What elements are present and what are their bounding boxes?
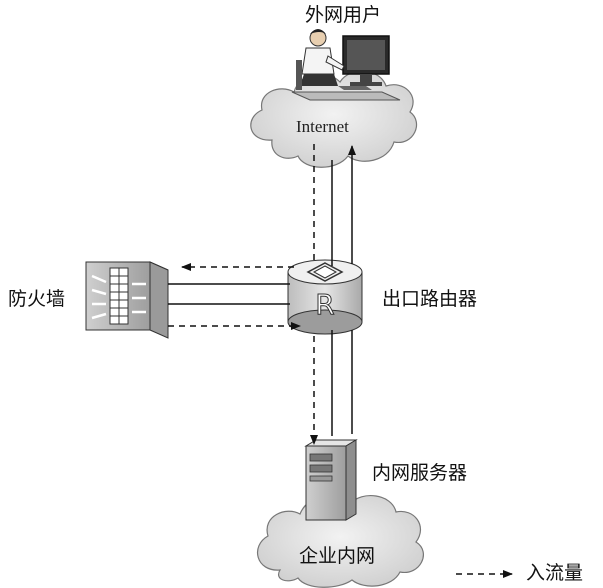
external-user-label: 外网用户: [305, 4, 382, 26]
router-label: 出口路由器: [382, 288, 478, 310]
enterprise-intranet-label: 企业内网: [299, 545, 376, 567]
firewall-label: 防火墙: [8, 288, 66, 310]
inbound-traffic-path: [168, 144, 318, 445]
intranet-server-label: 内网服务器: [372, 462, 468, 484]
router-symbol: R: [315, 288, 334, 321]
internet-label: Internet: [296, 117, 349, 136]
legend-label: 入流量: [526, 562, 584, 584]
user-workstation-icon: [291, 29, 401, 101]
enterprise-intranet-cloud-icon: [257, 495, 425, 588]
solid-links: [168, 160, 333, 436]
router-icon: R: [287, 259, 363, 335]
server-icon: [304, 439, 358, 521]
firewall-icon: [85, 261, 169, 339]
